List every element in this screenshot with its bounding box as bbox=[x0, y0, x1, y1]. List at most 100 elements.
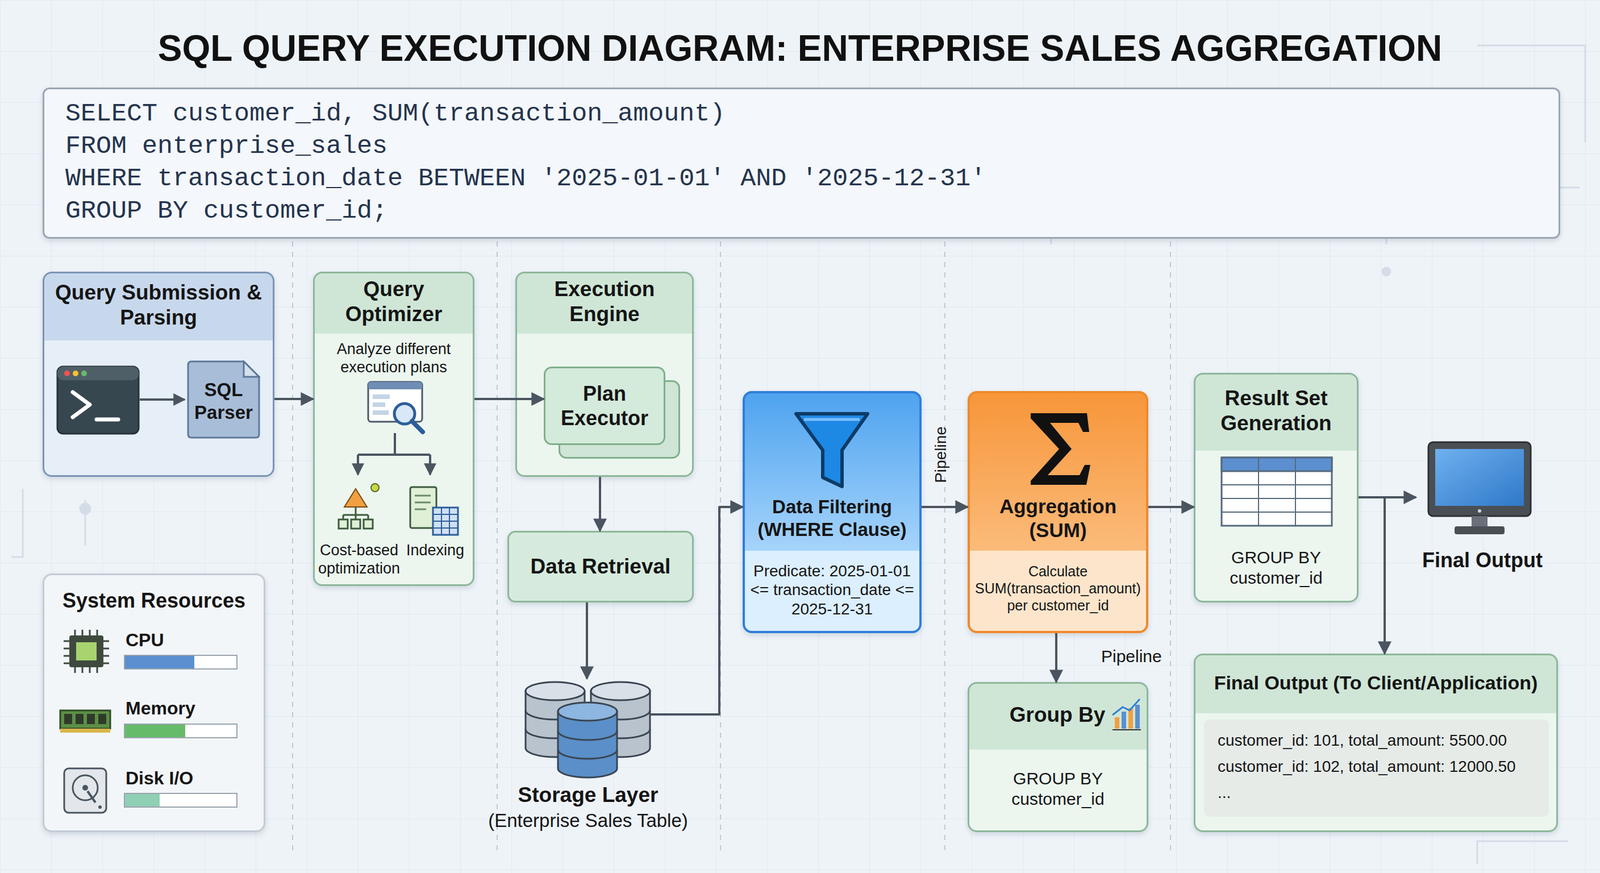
node-text: GROUP BY customer_id; bbox=[63, 194, 1541, 228]
node-text: FROM enterprise_sales bbox=[63, 130, 1541, 163]
node-text: Disk I/O bbox=[123, 763, 260, 793]
monitor-icon bbox=[1428, 442, 1531, 516]
diagram-title: SQL QUERY EXECUTION DIAGRAM: ENTERPRISE … bbox=[0, 22, 1600, 74]
circuit-trace bbox=[11, 45, 1586, 864]
node-text: (Enterprise Sales Table) bbox=[477, 807, 699, 833]
terminal-icon bbox=[72, 370, 79, 377]
monitor-icon bbox=[1435, 448, 1524, 506]
dashed-separator bbox=[719, 241, 722, 853]
usage-bar bbox=[124, 655, 237, 669]
connector-arrow bbox=[585, 602, 589, 679]
database-icon bbox=[525, 681, 650, 778]
monitor-icon bbox=[1477, 509, 1482, 513]
terminal-icon bbox=[72, 392, 90, 418]
node-title: Aggregation (SUM) bbox=[969, 490, 1147, 547]
cost-tree-icon bbox=[343, 506, 369, 520]
plan-analysis-icon bbox=[411, 421, 423, 432]
node-title: Final Output (To Client/Application) bbox=[1193, 653, 1558, 712]
table-icon bbox=[1221, 457, 1332, 472]
monitor-icon bbox=[1471, 515, 1488, 528]
document-body bbox=[188, 361, 260, 438]
branch-arrows bbox=[356, 454, 360, 475]
cpu-icon bbox=[63, 629, 110, 673]
connector-arrow bbox=[921, 505, 968, 508]
table-icon bbox=[1221, 457, 1332, 526]
node-text: ... bbox=[1215, 779, 1545, 806]
connector-arrow bbox=[598, 476, 602, 531]
bar-chart-icon bbox=[1112, 698, 1140, 715]
node-text: CPU bbox=[123, 625, 260, 654]
connector-arrow bbox=[474, 397, 544, 400]
stage-panel: Query Submission & ParsingSQL Parser bbox=[42, 271, 275, 477]
sigma-icon bbox=[1030, 413, 1091, 485]
node-title: Final Output bbox=[1415, 545, 1549, 575]
node-text: Indexing bbox=[398, 538, 473, 562]
node-title: Execution Engine bbox=[515, 271, 694, 332]
cost-tree-icon bbox=[351, 519, 361, 529]
aggregate-box: Aggregation (SUM)Calculate SUM(transacti… bbox=[967, 390, 1149, 633]
process-box: Plan Executor bbox=[543, 366, 666, 445]
code-box: SELECT customer_id, SUM(transaction_amou… bbox=[42, 87, 1561, 239]
connector-arrow bbox=[1055, 632, 1058, 682]
monitor-icon bbox=[1428, 442, 1531, 535]
stage-panel: Group ByGROUP BY customer_id bbox=[967, 681, 1149, 832]
plan-analysis-icon bbox=[372, 394, 390, 399]
dashed-separator bbox=[1169, 241, 1172, 853]
cost-tree-icon bbox=[344, 488, 368, 507]
connector-arrow bbox=[274, 397, 314, 400]
process-box: Data Retrieval bbox=[507, 530, 694, 603]
storage-node: Storage Layer(Enterprise Sales Table) bbox=[477, 678, 699, 835]
memory-icon bbox=[86, 713, 95, 724]
cost-tree-icon bbox=[363, 519, 373, 529]
circuit-trace bbox=[1477, 840, 1569, 864]
memory-icon bbox=[60, 728, 111, 733]
circuit-trace bbox=[80, 503, 91, 514]
node-title: System Resources bbox=[42, 584, 266, 617]
node-title: Query Submission & Parsing bbox=[42, 271, 275, 339]
database-icon bbox=[557, 702, 618, 778]
disk-icon bbox=[72, 775, 98, 800]
disk-icon bbox=[82, 784, 89, 791]
plan-analysis-icon bbox=[372, 402, 386, 407]
node-text: Analyze different execution plans bbox=[317, 336, 470, 380]
node-text: customer_id: 102, total_amount: 12000.50 bbox=[1215, 753, 1545, 780]
node-title: Result Set Generation bbox=[1193, 372, 1359, 449]
cpu-icon bbox=[76, 642, 97, 661]
flow-arrow bbox=[139, 398, 185, 401]
node-text: Calculate SUM(transaction_amount) per cu… bbox=[969, 551, 1147, 625]
connector-arrow bbox=[1358, 497, 1385, 654]
connector-arrow bbox=[698, 506, 743, 715]
node-title: Query Optimizer bbox=[313, 271, 475, 332]
memory-icon bbox=[64, 713, 73, 724]
bar-chart-icon bbox=[1135, 704, 1140, 729]
plan-analysis-icon bbox=[368, 381, 423, 432]
dashed-separator bbox=[496, 241, 498, 853]
node-text: Memory bbox=[123, 693, 260, 723]
result-rows: customer_id: 101, total_amount: 5500.00c… bbox=[1203, 719, 1549, 817]
index-icon bbox=[410, 486, 437, 528]
memory-icon bbox=[60, 710, 111, 729]
usage-bar bbox=[125, 655, 195, 669]
usage-bar bbox=[124, 793, 237, 807]
branch-arrows bbox=[357, 453, 431, 456]
memory-icon bbox=[98, 713, 107, 724]
usage-bar bbox=[125, 724, 186, 737]
branch-arrows bbox=[428, 454, 432, 475]
stage-panel: Result Set GenerationGROUP BY customer_i… bbox=[1193, 372, 1359, 603]
memory-icon bbox=[60, 710, 111, 733]
branch-arrows bbox=[357, 432, 431, 475]
dashed-separator bbox=[292, 241, 294, 853]
plan-analysis-icon bbox=[372, 410, 389, 415]
connector-stub bbox=[650, 713, 700, 716]
cost-tree-icon bbox=[338, 483, 379, 529]
cpu-icon bbox=[63, 629, 110, 673]
database-icon bbox=[590, 681, 650, 757]
node-text: Cost-based optimization bbox=[313, 540, 406, 578]
table-icon bbox=[1221, 457, 1332, 526]
disk-icon bbox=[98, 805, 102, 809]
usage-bar bbox=[124, 723, 237, 738]
funnel-icon bbox=[803, 418, 860, 422]
funnel-icon bbox=[796, 413, 868, 487]
